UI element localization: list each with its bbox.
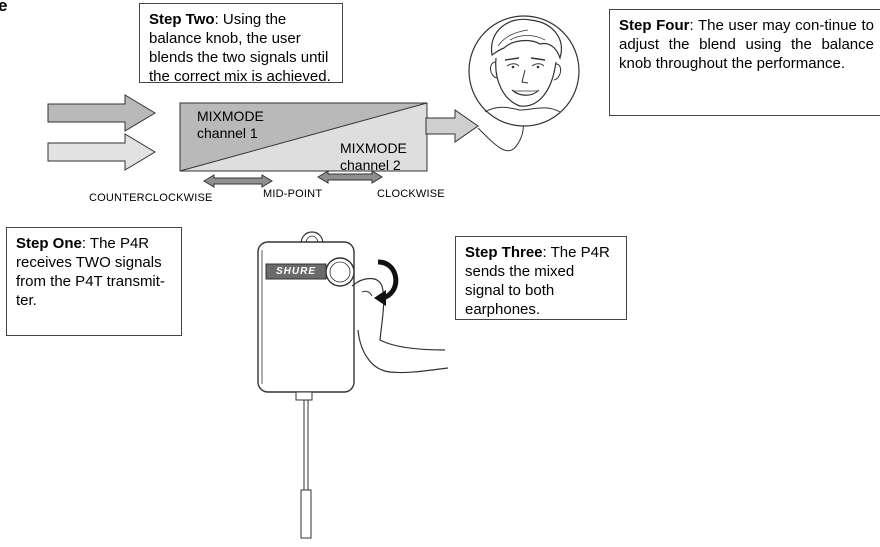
step-three-callout: Step Three: The P4R sends the mixed sign… [455,236,627,320]
input-arrow-channel-1 [47,94,156,132]
step-four-title: Step Four [619,17,690,34]
user-face-illustration [468,15,580,127]
midpoint-cw-arrow [317,170,383,184]
step-four-callout: Step Four: The user may con-tinue to adj… [609,9,880,116]
step-four-text: : The user may con-tinue to adjust the b… [619,17,874,72]
step-two-title: Step Two [149,11,215,28]
ccw-midpoint-arrow [203,174,273,188]
clockwise-label: CLOCKWISE [377,188,445,200]
heading-fragment: e [0,0,8,15]
mixmode-box [179,102,428,172]
p4r-receiver-illustration [257,231,449,539]
output-signal-arrow [425,109,479,143]
counterclockwise-label: COUNTERCLOCKWISE [89,192,213,204]
channel-1-label: MIXMODE channel 1 [197,108,264,141]
rotation-arrow [377,259,399,301]
step-three-text: : The P4R sends the mixed signal to both… [465,244,610,318]
step-two-text: : Using the balance knob, the user blend… [149,11,331,85]
midpoint-label: MID-POINT [263,188,323,200]
shure-brand-logo: SHURE [275,266,316,277]
step-two-callout: Step Two: Using the balance knob, the us… [139,3,343,85]
step-one-callout: Step One: The P4R receives TWO signals f… [6,227,182,336]
step-three-title: Step Three [465,244,543,261]
balance-arrows [203,170,383,188]
input-signal-arrows [47,94,156,171]
step-one-title: Step One [16,235,82,252]
input-arrow-channel-2 [47,133,156,171]
step-one-text: : The P4R receives TWO signals from the … [16,235,165,309]
channel-2-label: MIXMODE channel 2 [340,140,407,173]
